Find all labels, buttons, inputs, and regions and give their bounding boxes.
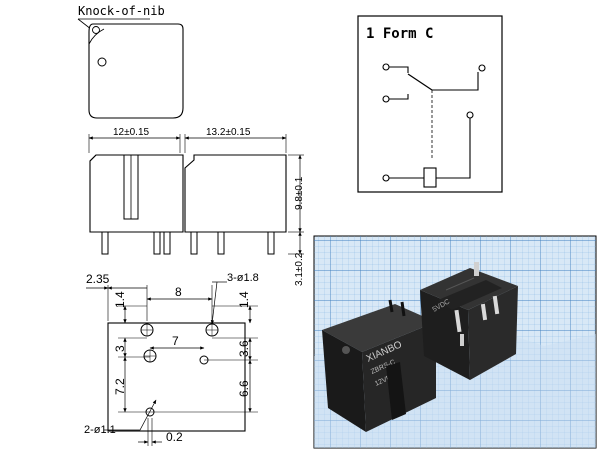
dim-height-9-8: 9.8±0.1 bbox=[294, 176, 305, 210]
relay-photo: XIANBO ZBRS-C 12VDC 5VDC bbox=[313, 235, 597, 449]
footprint-outline bbox=[107, 322, 246, 432]
schematic-panel: 1 Form C bbox=[357, 15, 503, 193]
dim-7-2: 7.2 bbox=[113, 378, 127, 395]
holes-3-label: 3-ø1.8 bbox=[227, 272, 259, 284]
hole-e bbox=[145, 407, 155, 417]
dim-6-6: 6.6 bbox=[237, 380, 251, 397]
dim-3: 3 bbox=[113, 345, 127, 352]
dim-3-6: 3.6 bbox=[237, 340, 251, 357]
dim-2-35: 2.35 bbox=[86, 272, 110, 286]
holes-2-label: 2-ø1.1 bbox=[84, 424, 116, 436]
mounting-dot-icon bbox=[97, 57, 107, 67]
side-view: 13.2±0.15 9.8±0.1 3.1±0.2 bbox=[184, 127, 305, 286]
dim-width-12: 12±0.15 bbox=[113, 127, 150, 138]
hole-d bbox=[199, 355, 209, 365]
dim-width-13-2: 13.2±0.15 bbox=[206, 127, 251, 138]
dim-1-4-right: 1.4 bbox=[237, 291, 251, 308]
dim-pin-3-1: 3.1±0.2 bbox=[294, 252, 305, 286]
dim-8: 8 bbox=[175, 285, 182, 299]
knock-of-nib-label: Knock-of-nib bbox=[78, 4, 165, 18]
dim-0-2: 0.2 bbox=[166, 430, 183, 444]
top-view-outline bbox=[88, 23, 184, 119]
nib-mark-icon bbox=[92, 26, 100, 34]
coil-icon bbox=[423, 167, 437, 188]
front-view: 12±0.15 bbox=[88, 127, 184, 255]
top-view: Knock-of-nib bbox=[77, 4, 184, 119]
relay-left: XIANBO ZBRS-C 12VDC bbox=[322, 299, 436, 432]
switch-arm bbox=[407, 73, 433, 91]
dim-7: 7 bbox=[172, 334, 179, 348]
footprint-view: 2.35 8 1.4 3 7.2 1.4 3.6 6.6 7 bbox=[84, 272, 259, 446]
dim-1-4-left: 1.4 bbox=[113, 291, 127, 308]
relay-right: 5VDC bbox=[420, 262, 518, 380]
form-c-label: 1 Form C bbox=[366, 26, 433, 42]
